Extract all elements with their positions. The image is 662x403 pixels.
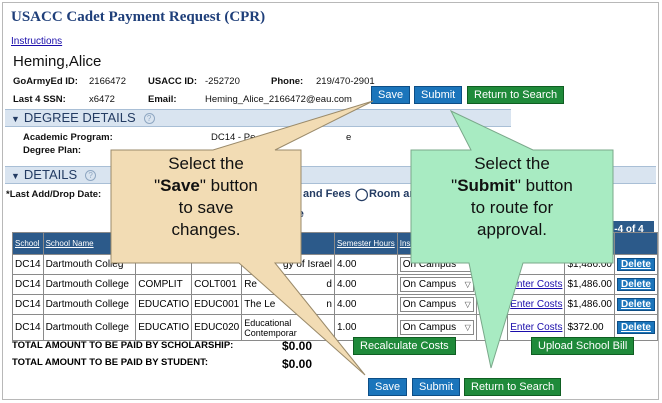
- student-total-label: TOTAL AMOUNT TO BE PAID BY STUDENT:: [12, 357, 208, 368]
- phone-label: Phone:: [271, 76, 304, 87]
- help-icon[interactable]: ?: [143, 113, 155, 125]
- academic-program-value: DC14 - Pe: [211, 132, 256, 143]
- title-tail: n: [326, 299, 332, 310]
- submit-callout-tail: " button: [514, 176, 573, 195]
- submit-button-bottom[interactable]: Submit: [412, 378, 461, 396]
- enter-costs-link[interactable]: Enter Costs: [510, 322, 563, 333]
- title-tail: d: [326, 279, 332, 290]
- submit-callout-line2: "Submit" button: [413, 175, 611, 197]
- title-text: Educational: [244, 317, 292, 328]
- table-row: DC14 Dartmouth College EDUCATIO EDUC001 …: [12, 294, 658, 315]
- cell-delete[interactable]: Delete: [613, 274, 658, 295]
- delete-button[interactable]: Delete: [616, 321, 655, 334]
- save-callout-line4: changes.: [171, 220, 241, 239]
- return-to-search-button-top[interactable]: Return to Search: [467, 86, 565, 104]
- save-callout-tail: " button: [199, 176, 258, 195]
- academic-program-tail: e: [346, 132, 352, 143]
- table-row: DC14 Dartmouth College COMPLIT COLT001 R…: [12, 274, 658, 295]
- collapse-triangle-icon: ▼: [11, 114, 20, 124]
- page-title: USACC Cadet Payment Request (CPR): [11, 9, 266, 25]
- instruction-mode-value: On Campus: [402, 279, 457, 290]
- cell-delete[interactable]: Delete: [613, 314, 658, 341]
- collapse-triangle-icon: ▼: [11, 171, 20, 181]
- save-callout-line2: "Save" button: [113, 175, 299, 197]
- delete-button[interactable]: Delete: [616, 258, 655, 271]
- details-title: DETAILS: [23, 167, 78, 182]
- usacc-value: -252720: [205, 76, 240, 87]
- enter-costs-link[interactable]: Enter Costs: [510, 299, 563, 310]
- submit-callout-line3: to route for: [470, 198, 554, 217]
- enter-costs-link[interactable]: Enter Costs: [510, 279, 563, 290]
- cadet-name: Heming,Alice: [13, 53, 102, 70]
- instructions-link[interactable]: Instructions: [11, 36, 63, 47]
- recalculate-costs-button[interactable]: Recalculate Costs: [353, 337, 456, 355]
- submit-callout-text: Select the "Submit" button to route for …: [413, 153, 611, 241]
- phone-value: 219/470-2901: [316, 76, 375, 87]
- column-header-semester-hours[interactable]: Semester Hours: [333, 232, 398, 255]
- save-callout-bold: Save: [160, 176, 200, 195]
- submit-callout-bold: Submit: [457, 176, 515, 195]
- delete-button[interactable]: Delete: [616, 298, 655, 311]
- title-text: The Le: [244, 299, 276, 310]
- scholarship-total-label: TOTAL AMOUNT TO BE PAID BY SCHOLARSHIP:: [12, 340, 234, 351]
- save-callout-line3: to save: [178, 198, 234, 217]
- cell-subject: EDUCATIO: [135, 314, 193, 341]
- submit-callout-line4: approval.: [477, 220, 547, 239]
- room-radio-icon[interactable]: ◯: [355, 187, 369, 201]
- instruction-mode-value: On Campus: [402, 299, 457, 310]
- goarmyed-label: GoArmyEd ID:: [13, 76, 78, 87]
- column-header-school[interactable]: School: [12, 232, 44, 255]
- submit-callout-line1: Select the: [474, 154, 550, 173]
- cell-course: EDUC020: [191, 314, 243, 341]
- email-value: Heming_Alice_2166472@eau.com: [205, 94, 352, 105]
- table-row: DC14 Dartmouth College EDUCATIO EDUC020 …: [12, 314, 658, 341]
- academic-program-label: Academic Program:: [23, 132, 113, 143]
- instruction-mode-select[interactable]: On Campus ▽: [399, 320, 474, 335]
- email-label: Email:: [148, 94, 177, 105]
- chevron-down-icon: ▽: [464, 280, 471, 289]
- submit-button-top[interactable]: Submit: [414, 86, 463, 104]
- submit-callout-bubble: [410, 109, 614, 369]
- upload-school-bill-button[interactable]: Upload School Bill: [531, 337, 635, 355]
- cell-instruction-mode[interactable]: On Campus ▽: [396, 314, 477, 341]
- scholarship-total-value: $0.00: [282, 339, 313, 353]
- degree-details-title: DEGREE DETAILS: [23, 110, 136, 125]
- chevron-down-icon: ▽: [464, 323, 471, 332]
- column-header-delete: [613, 232, 658, 255]
- room-tab-label: Room and: [369, 188, 423, 200]
- return-to-search-button-bottom[interactable]: Return to Search: [464, 378, 562, 396]
- submit-callout-quote: ": [451, 176, 458, 195]
- ssn-label: Last 4 SSN:: [13, 94, 66, 105]
- save-callout-bubble: [110, 100, 374, 376]
- save-button-top[interactable]: Save: [371, 86, 411, 104]
- save-callout-quote: ": [154, 176, 161, 195]
- cell-delete[interactable]: Delete: [613, 294, 658, 315]
- callout-overlay: [110, 100, 614, 376]
- help-icon[interactable]: ?: [85, 170, 97, 182]
- save-button-bottom[interactable]: Save: [368, 378, 408, 396]
- ssn-value: x6472: [89, 94, 115, 105]
- instruction-mode-value: On Campus: [402, 322, 457, 333]
- student-total-value: $0.00: [282, 357, 313, 371]
- chevron-down-icon: ▽: [464, 300, 471, 309]
- save-callout-text: Select the "Save" button to save changes…: [113, 153, 299, 241]
- usacc-label: USACC ID:: [148, 76, 198, 87]
- add-drop-date-label: *Last Add/Drop Date:: [6, 189, 102, 200]
- save-callout-line1: Select the: [168, 154, 244, 173]
- fees-tab-label: and Fees: [303, 188, 351, 200]
- instruction-mode-value: On Campus: [402, 259, 457, 270]
- goarmyed-value: 2166472: [89, 76, 126, 87]
- degree-details-header[interactable]: ▼DEGREE DETAILS?: [5, 109, 511, 127]
- instruction-mode-select[interactable]: On Campus ▽: [399, 297, 474, 312]
- title-text: Re: [244, 279, 257, 290]
- degree-plan-label: Degree Plan:: [23, 145, 82, 156]
- delete-button[interactable]: Delete: [616, 278, 655, 291]
- title-line2: Contemporar: [244, 327, 297, 338]
